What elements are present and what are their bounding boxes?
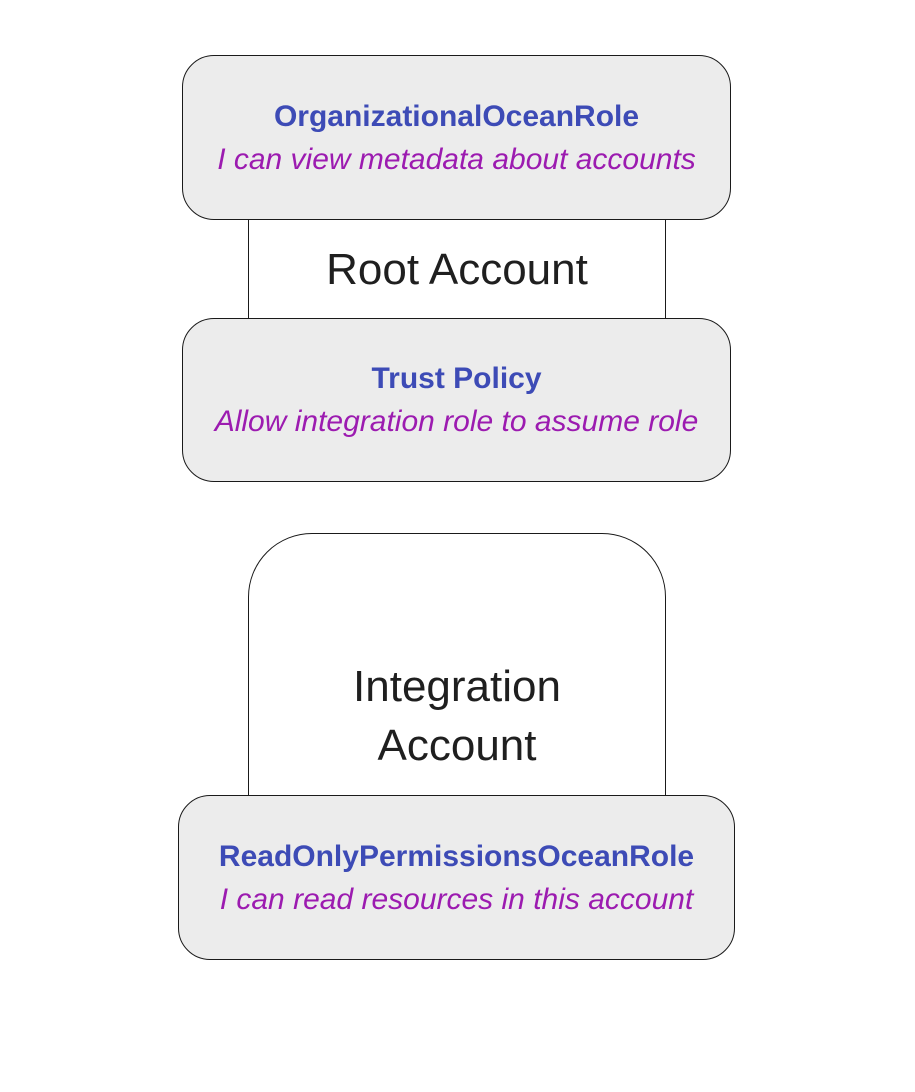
node-trust-policy: Trust Policy Allow integration role to a… xyxy=(182,318,731,482)
node-title: OrganizationalOceanRole xyxy=(273,99,640,133)
node-title: ReadOnlyPermissionsOceanRole xyxy=(218,839,695,873)
integration-account-label: Integration Account xyxy=(353,662,561,770)
node-description: I can view metadata about accounts xyxy=(217,142,696,176)
node-description: Allow integration role to assume role xyxy=(214,405,699,438)
node-title: Trust Policy xyxy=(371,362,542,395)
root-account-label: Root Account xyxy=(326,245,588,294)
node-organizational-ocean-role: OrganizationalOceanRole I can view metad… xyxy=(182,55,731,220)
node-readonly-permissions-ocean-role: ReadOnlyPermissionsOceanRole I can read … xyxy=(178,795,735,960)
node-description: I can read resources in this account xyxy=(219,882,694,916)
